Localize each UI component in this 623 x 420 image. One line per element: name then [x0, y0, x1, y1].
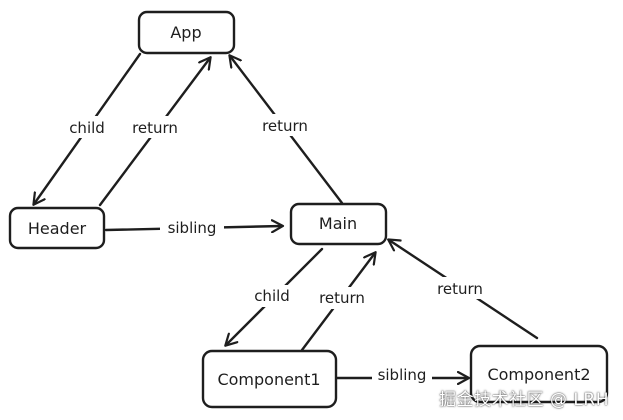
edge-label-header-app-return: return [124, 116, 186, 138]
node-app: App [137, 10, 236, 55]
svg-text:return: return [262, 117, 308, 135]
svg-text:return: return [132, 119, 178, 137]
node-main: Main [289, 202, 388, 246]
edge-label-app-header-child: child [62, 116, 112, 138]
svg-text:sibling: sibling [378, 366, 427, 384]
node-component1: Component1 [201, 349, 338, 409]
edge-label-main-app-return: return [254, 114, 316, 136]
edge-label-component1-main-return: return [311, 287, 373, 309]
node-header: Header [8, 206, 106, 250]
edge-label-component2-main-return: return [429, 277, 491, 299]
watermark-text: 掘金技术社区 @ LRH [439, 390, 609, 410]
edge-label-component1-component2-sibling: sibling [372, 365, 432, 384]
svg-text:Component1: Component1 [217, 370, 320, 389]
svg-text:Main: Main [319, 214, 357, 233]
svg-text:return: return [437, 280, 483, 298]
svg-text:child: child [254, 287, 290, 305]
edge-label-header-main-sibling: sibling [160, 217, 224, 239]
edge-label-main-component1-child: child [247, 285, 297, 307]
svg-text:return: return [319, 289, 365, 307]
svg-text:App: App [170, 23, 201, 42]
svg-text:sibling: sibling [168, 219, 217, 237]
svg-text:child: child [69, 119, 105, 137]
svg-text:Component2: Component2 [487, 365, 590, 384]
svg-text:Header: Header [28, 219, 87, 238]
node-component2: Component2 [469, 344, 609, 404]
